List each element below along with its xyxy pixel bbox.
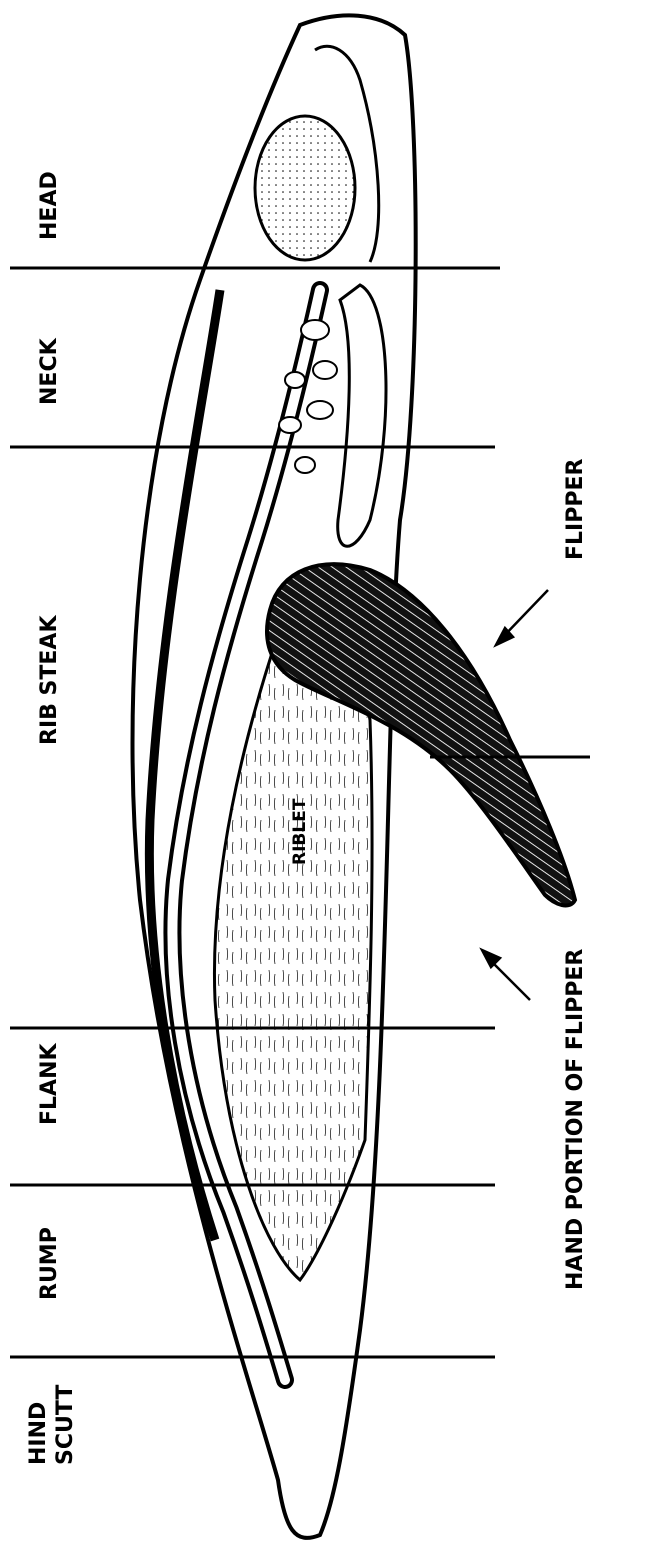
label-neck: NECK [37,337,62,405]
label-rump: RUMP [37,1227,62,1300]
label-hand-portion: HAND PORTION OF FLIPPER [563,949,588,1290]
label-rib-steak: RIB STEAK [37,615,62,745]
hand-arrowhead [482,950,500,967]
label-scutt: SCUTT [53,1385,78,1465]
label-hind: HIND [26,1402,51,1465]
label-head: HEAD [37,171,62,240]
label-flank: FLANK [37,1043,62,1125]
label-flipper: FLIPPER [563,458,588,560]
label-riblet: RIBLET [290,798,310,865]
skull-shape [255,116,355,260]
